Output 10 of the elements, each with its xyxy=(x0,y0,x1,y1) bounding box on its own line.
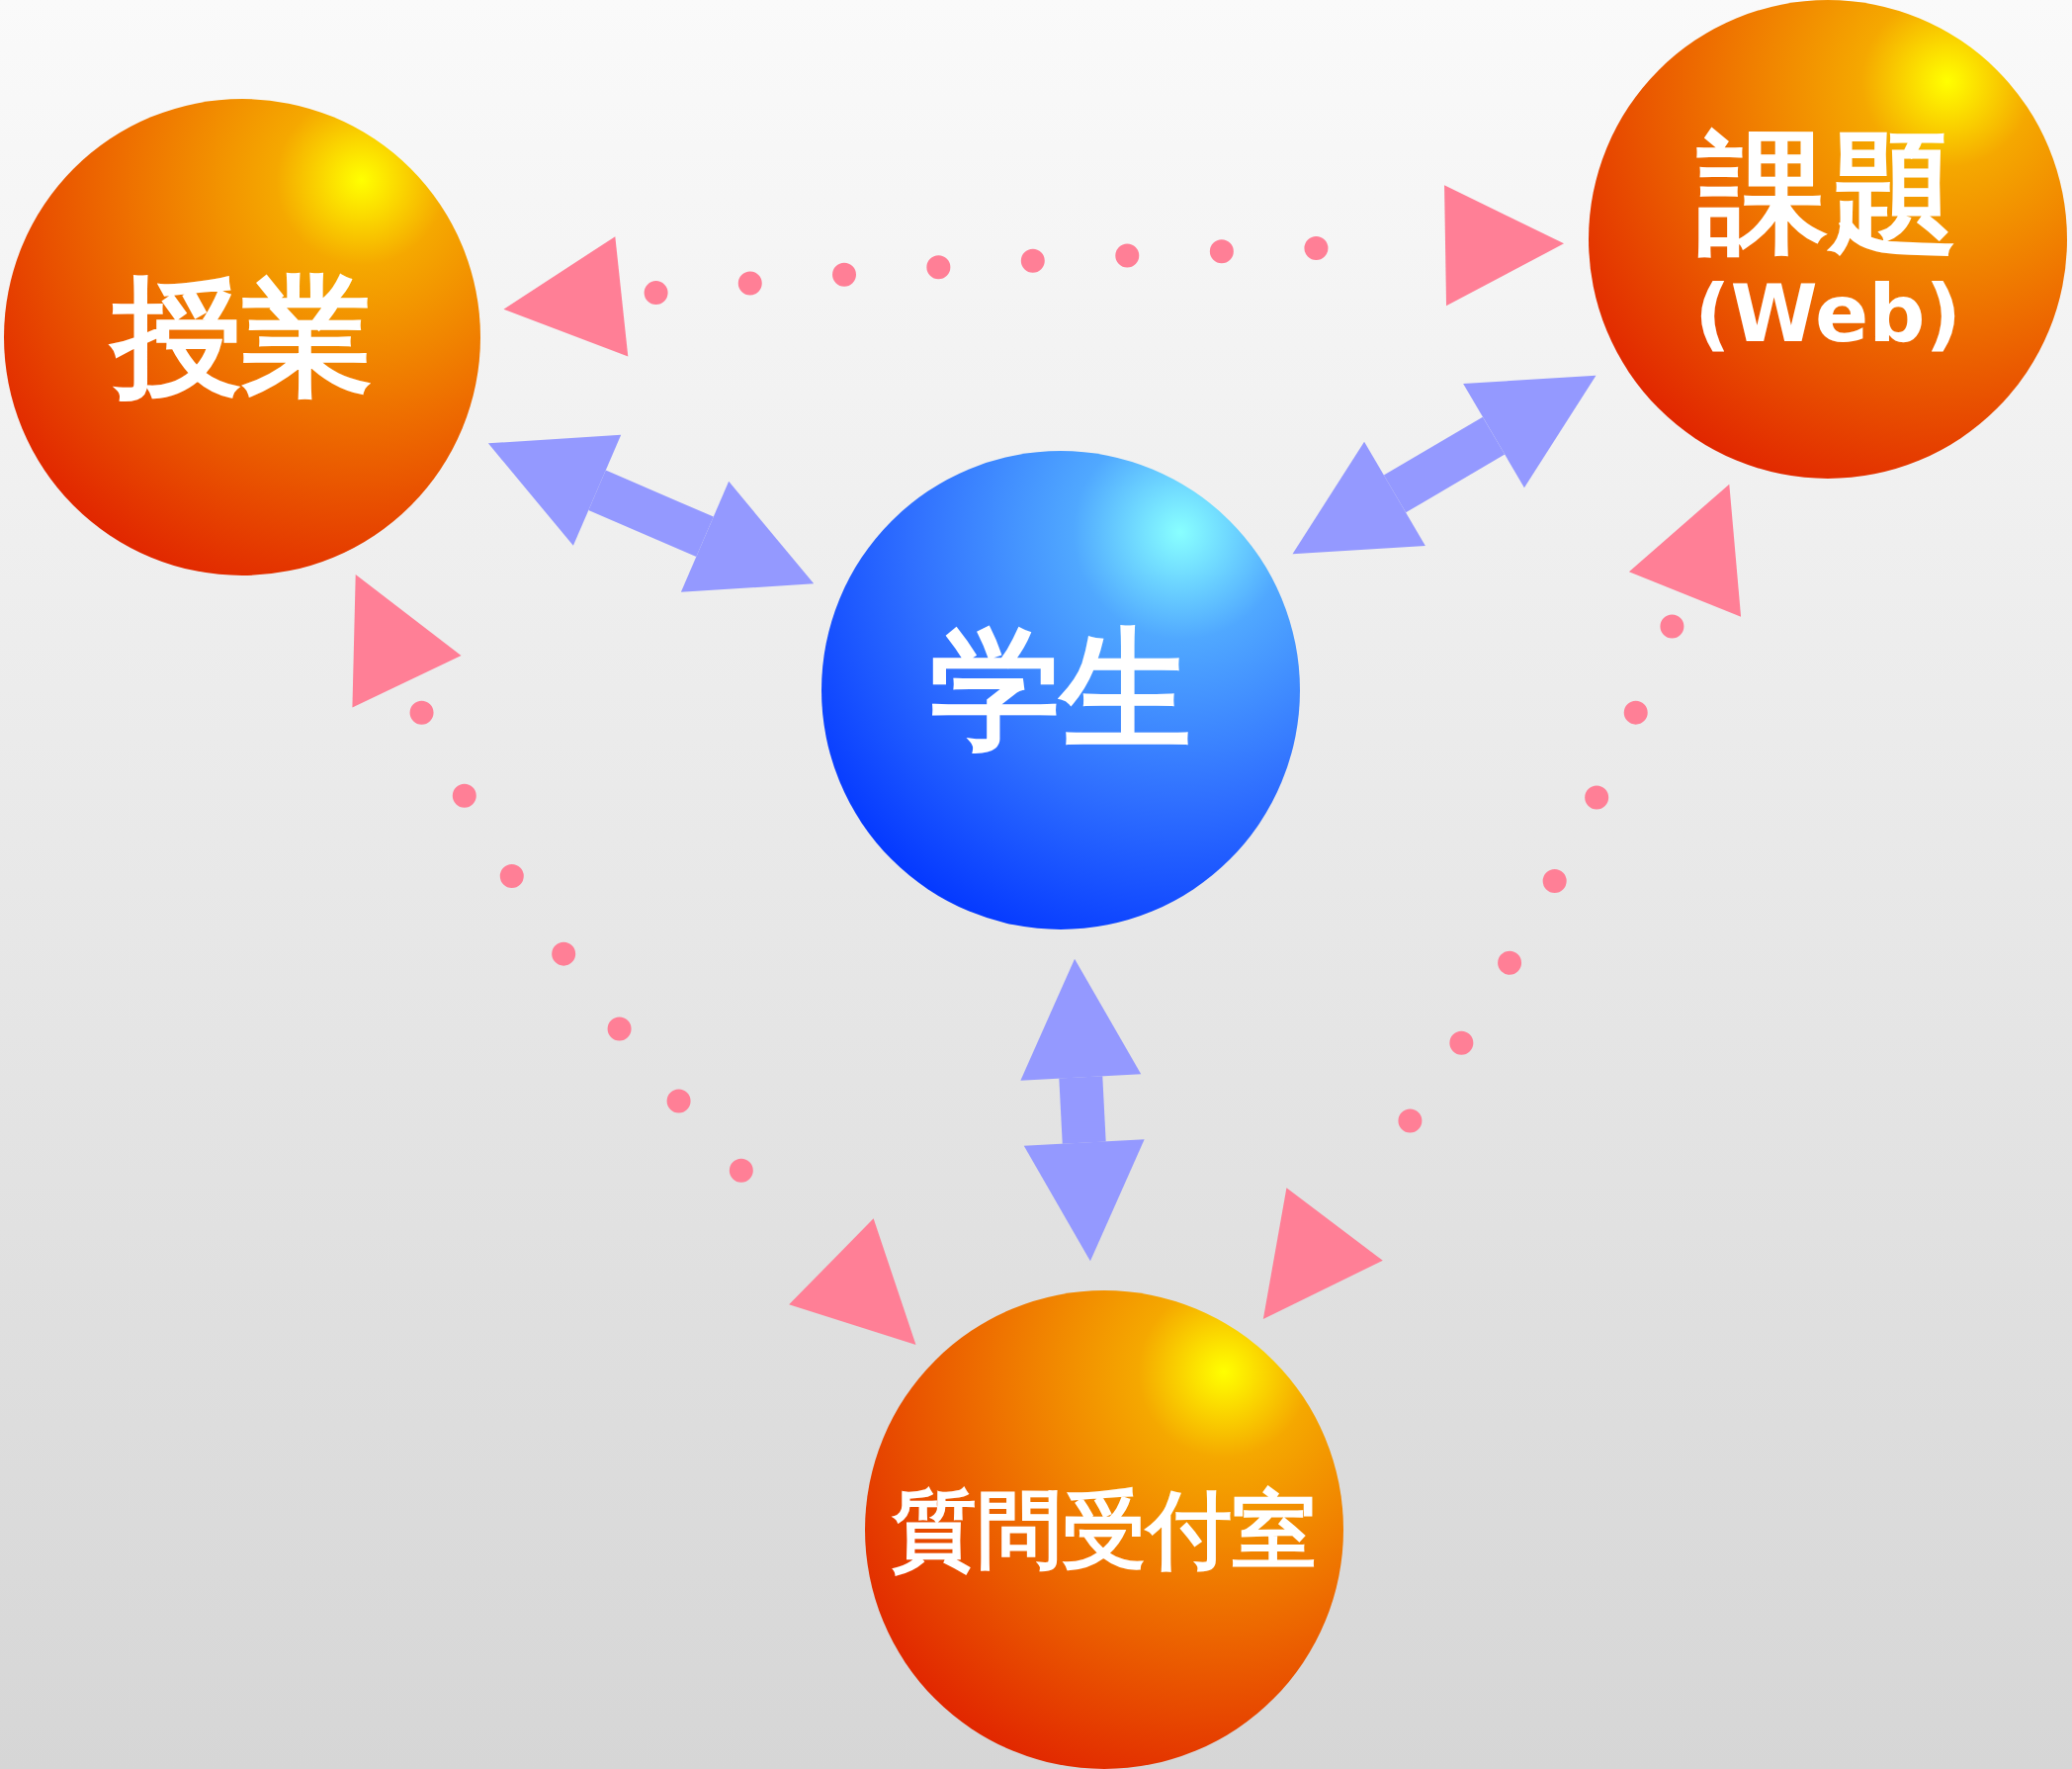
node-label: 質問受付室 xyxy=(892,1480,1317,1579)
double-arrow xyxy=(487,434,815,592)
node-label: 課題 xyxy=(1697,119,1958,269)
node-label: (Web) xyxy=(1693,268,1961,360)
double-arrow xyxy=(1292,375,1597,555)
double-arrow xyxy=(1020,958,1145,1262)
dotted-double-arrow xyxy=(352,575,915,1347)
dotted-double-arrow xyxy=(1264,485,1742,1320)
node-label: 学生 xyxy=(930,615,1191,765)
dotted-double-arrow xyxy=(503,185,1564,357)
